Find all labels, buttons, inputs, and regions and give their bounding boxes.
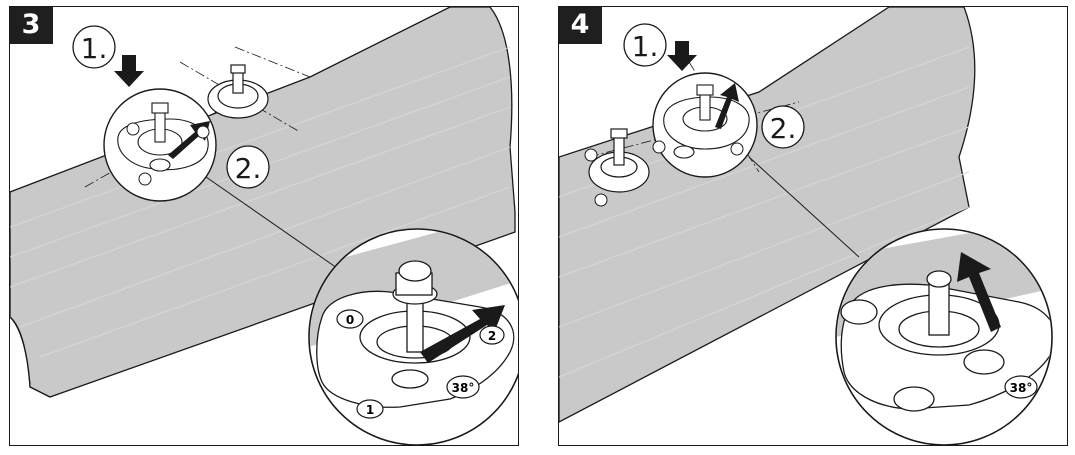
plate-label-38: 38° xyxy=(446,375,480,399)
rotate-arrow-icon xyxy=(715,83,739,129)
svg-text:38°: 38° xyxy=(1010,381,1033,395)
svg-text:2: 2 xyxy=(488,329,496,343)
step-4-illustration: 1. 2. 38° xyxy=(559,7,1053,445)
plate-label-38: 38° xyxy=(1004,375,1038,399)
mount-disc-small xyxy=(588,128,650,193)
step-number-badge: 4 xyxy=(559,7,602,44)
plate-label-0: 0 xyxy=(336,309,364,329)
callout-1 xyxy=(72,25,116,69)
callout-2 xyxy=(761,105,805,149)
svg-text:0: 0 xyxy=(346,313,354,327)
callout-1-label: 1. xyxy=(81,32,108,65)
svg-text:1: 1 xyxy=(366,403,374,417)
callout-2-label: 2. xyxy=(770,112,797,145)
step-number-badge: 3 xyxy=(10,7,53,44)
callout-2 xyxy=(226,145,270,189)
callout-1-label: 1. xyxy=(632,30,659,63)
step-3-illustration: 1. 2. 0 xyxy=(10,7,518,445)
down-arrow-icon xyxy=(114,55,144,87)
rotate-arrow-icon xyxy=(957,252,1001,332)
plate-label-1: 1 xyxy=(356,399,384,419)
step-3-panel: 3 xyxy=(9,6,519,446)
mount-disc-small xyxy=(207,64,269,119)
svg-text:38°: 38° xyxy=(452,381,475,395)
step-4-panel: 4 xyxy=(558,6,1068,446)
callout-1 xyxy=(623,23,667,67)
down-arrow-icon xyxy=(667,41,697,71)
callout-2-label: 2. xyxy=(235,152,262,185)
rotate-arrow-icon xyxy=(420,305,505,363)
plate-label-2: 2 xyxy=(479,325,505,345)
surface-panel xyxy=(559,7,976,423)
